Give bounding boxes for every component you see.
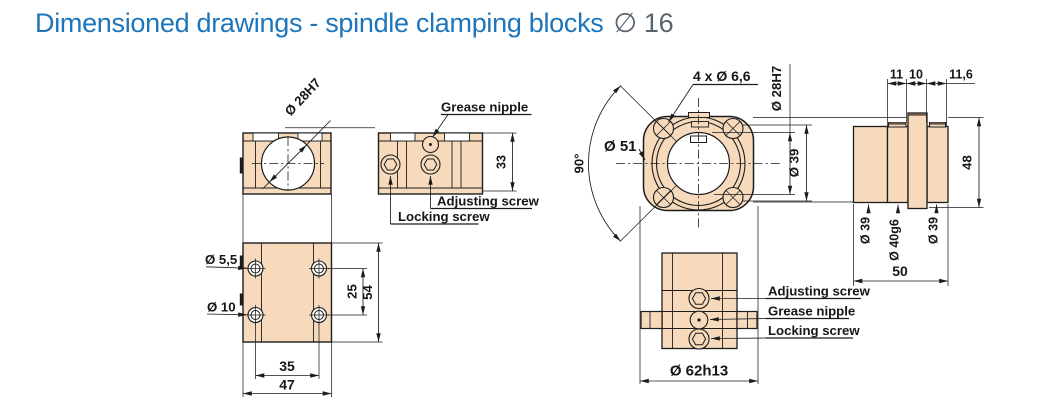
flange-view: 90° Ø 51 4 x Ø 6,6 Ø 28H7 Ø 39 (572, 64, 906, 384)
side-lug (736, 310, 758, 330)
svg-text:48: 48 (960, 155, 975, 170)
svg-text:Ø 62h13: Ø 62h13 (670, 363, 728, 380)
top-view: Grease nipple Adjusting screw Locking sc… (377, 100, 540, 225)
bolt-hole (722, 186, 744, 209)
mounting-hole (309, 258, 329, 279)
mounting-hole (245, 305, 266, 325)
svg-text:47: 47 (279, 377, 295, 393)
svg-text:Ø 39: Ø 39 (787, 149, 802, 178)
adjusting-screw (420, 154, 441, 175)
svg-text:33: 33 (495, 155, 509, 169)
mounting-hole (309, 305, 329, 325)
screw-notch (444, 132, 470, 142)
adjusting-screw (688, 287, 710, 310)
nipple-port (691, 121, 709, 128)
svg-text:11,6: 11,6 (949, 68, 973, 82)
front-view: Ø 28H7 (239, 75, 375, 243)
bolt-holes-label: 4 x Ø 6,6 (693, 68, 751, 84)
clamp-slot-tab (239, 157, 244, 174)
dim-90deg: 90° (572, 85, 677, 242)
screw-notch (390, 132, 416, 142)
svg-text:Ø 39: Ø 39 (927, 217, 941, 244)
page-title-text: Dimensioned drawings - spindle clamping … (35, 8, 604, 38)
side-view: 11 10 11,6 48 Ø 39 Ø 40g6 Ø 39 (852, 68, 984, 286)
bottom-view: Ø 5,5 Ø 10 25 54 35 (205, 242, 383, 397)
grease-nipple-label: Grease nipple (441, 100, 528, 115)
locking-screw-label: Locking screw (398, 209, 490, 224)
svg-text:11: 11 (890, 68, 903, 82)
dim-33: 33 (482, 132, 517, 192)
bolt-hole (652, 186, 675, 209)
small-hole-label: Ø 5,5 (205, 252, 237, 267)
side-lug (640, 310, 663, 330)
svg-text:10: 10 (909, 68, 923, 82)
large-hole-label: Ø 10 (207, 300, 236, 315)
dim-54: 54 (331, 242, 383, 343)
svg-text:Ø 40g6: Ø 40g6 (888, 219, 902, 261)
nipple-boss (688, 112, 710, 118)
locking-screw (380, 154, 401, 175)
center-ring (907, 112, 928, 210)
dim-62h13: Ø 62h13 (640, 363, 758, 384)
dim-48: 48 (929, 117, 984, 208)
section-view: Adjusting screw Grease nipple Locking sc… (640, 252, 871, 384)
dia-callouts: Ø 39 Ø 40g6 Ø 39 (859, 204, 941, 261)
dim-widths: 11 10 11,6 (887, 68, 975, 127)
adjusting-screw-label: Adjusting screw (437, 194, 540, 209)
svg-text:50: 50 (892, 263, 908, 279)
adjusting-screw-label: Adjusting screw (768, 284, 871, 299)
screw-notch (297, 132, 323, 142)
grease-nipple-label: Grease nipple (768, 304, 855, 319)
dim-50: 50 (853, 204, 949, 286)
dim-47: 47 (242, 342, 332, 397)
svg-text:90°: 90° (572, 154, 587, 174)
dim-pilot: Ø 39 (743, 124, 812, 202)
svg-text:25: 25 (345, 284, 360, 299)
dim-25: 25 (328, 268, 367, 316)
page-title: Dimensioned drawings - spindle clamping … (35, 8, 674, 39)
dim-bore: Ø 28H7 (712, 64, 795, 195)
locking-screw-label: Locking screw (768, 323, 860, 338)
dim-35: 35 (255, 323, 320, 379)
svg-text:35: 35 (279, 358, 295, 374)
svg-text:Ø 39: Ø 39 (859, 217, 873, 244)
svg-text:54: 54 (360, 285, 375, 300)
screw-notch (252, 132, 279, 142)
clamp-slot-tab (239, 293, 244, 306)
outer-dia-label: Ø 51 (604, 138, 637, 155)
mounting-hole (245, 258, 266, 279)
page-title-size: ∅ 16 (613, 8, 674, 38)
bore-dim-label: Ø 28H7 (282, 75, 324, 118)
svg-text:Ø 28H7: Ø 28H7 (769, 66, 784, 111)
locking-screw (688, 328, 710, 350)
bolt-hole (722, 117, 744, 140)
clamp-slot-tab (239, 255, 244, 268)
